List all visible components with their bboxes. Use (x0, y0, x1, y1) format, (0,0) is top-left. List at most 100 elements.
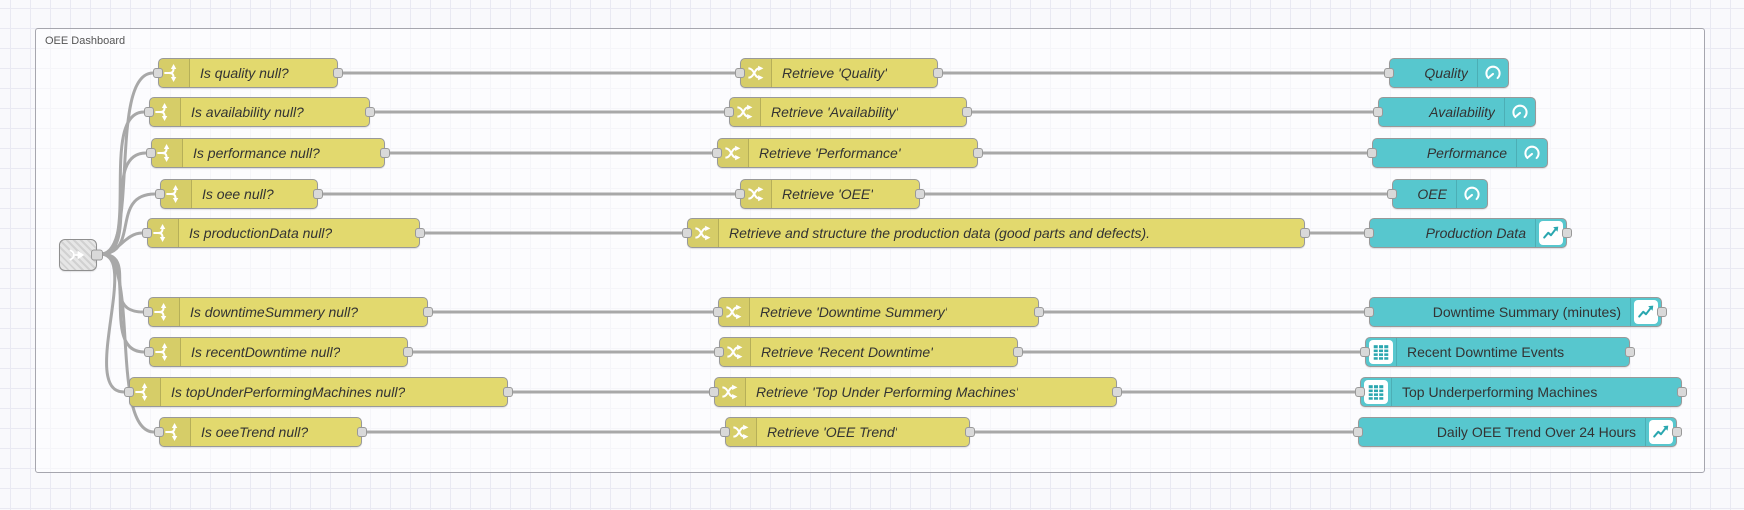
output-port[interactable] (333, 68, 343, 78)
chart-node-oee-trend[interactable]: Daily OEE Trend Over 24 Hours (1353, 417, 1682, 447)
input-port[interactable] (709, 387, 719, 397)
node-label: Performance (1426, 145, 1507, 161)
switch-node-production-data[interactable]: Is productionData null? (142, 218, 425, 248)
input-port[interactable] (124, 387, 134, 397)
chart-node-downtime-summary[interactable]: Downtime Summary (minutes) (1364, 297, 1667, 327)
change-node-oee[interactable]: Retrieve 'OEE' (735, 179, 925, 209)
wire[interactable] (99, 252, 156, 434)
gauge-node-availability[interactable]: Availability (1373, 97, 1536, 127)
input-port[interactable] (1387, 189, 1397, 199)
table-node-recent-downtime[interactable]: Recent Downtime Events (1360, 337, 1635, 367)
input-port[interactable] (714, 347, 724, 357)
output-port[interactable] (933, 68, 943, 78)
table-node-top-machines[interactable]: Top Underperforming Machines (1355, 377, 1687, 407)
output-port[interactable] (313, 189, 323, 199)
input-port[interactable] (1373, 107, 1383, 117)
change-node-recent-downtime[interactable]: Retrieve 'Recent Downtime' (714, 337, 1023, 367)
input-port[interactable] (1360, 347, 1370, 357)
switch-node-quality[interactable]: Is quality null? (153, 58, 343, 88)
switch-node-availability[interactable]: Is availability null? (144, 97, 375, 127)
input-port[interactable] (1364, 307, 1374, 317)
gauge-node-quality[interactable]: Quality (1384, 58, 1509, 88)
output-port[interactable] (962, 107, 972, 117)
input-port[interactable] (1384, 68, 1394, 78)
output-port[interactable] (1034, 307, 1044, 317)
output-port[interactable] (1300, 228, 1310, 238)
output-port[interactable] (380, 148, 390, 158)
switch-node-oee[interactable]: Is oee null? (155, 179, 323, 209)
switch-icon (152, 139, 183, 167)
shuffle-arrows-icon (741, 180, 772, 208)
output-port[interactable] (1677, 387, 1687, 397)
change-node-quality[interactable]: Retrieve 'Quality' (735, 58, 943, 88)
node-label: Recent Downtime Events (1407, 344, 1565, 360)
shuffle-arrows-icon (726, 418, 757, 446)
node-label: Is performance null? (193, 145, 320, 161)
link-in-icon (68, 245, 88, 265)
input-port[interactable] (735, 68, 745, 78)
output-port[interactable] (503, 387, 513, 397)
switch-node-oee-trend[interactable]: Is oeeTrend null? (154, 417, 367, 447)
change-node-downtime-summary[interactable]: Retrieve 'Downtime Summery' (713, 297, 1044, 327)
output-port[interactable] (965, 427, 975, 437)
input-port[interactable] (142, 228, 152, 238)
input-port[interactable] (735, 189, 745, 199)
switch-icon (148, 219, 179, 247)
input-port[interactable] (155, 189, 165, 199)
output-port[interactable] (357, 427, 367, 437)
switch-node-performance[interactable]: Is performance null? (146, 138, 390, 168)
output-port[interactable] (1013, 347, 1023, 357)
output-port[interactable] (915, 189, 925, 199)
output-port[interactable] (365, 107, 375, 117)
node-label: Is topUnderPerformingMachines null? (171, 384, 406, 400)
input-port[interactable] (146, 148, 156, 158)
output-port[interactable] (403, 347, 413, 357)
shuffle-arrows-icon (730, 98, 761, 126)
input-port[interactable] (682, 228, 692, 238)
input-port[interactable] (144, 107, 154, 117)
output-port[interactable] (973, 148, 983, 158)
input-port[interactable] (144, 347, 154, 357)
node-link-in[interactable] (59, 239, 103, 271)
node-label: Is quality null? (200, 65, 289, 81)
gauge-node-oee[interactable]: OEE (1387, 179, 1488, 209)
input-port[interactable] (1364, 228, 1374, 238)
output-port[interactable] (1562, 228, 1572, 238)
output-port[interactable] (1112, 387, 1122, 397)
node-label: Retrieve 'OEE' (782, 186, 873, 202)
input-port[interactable] (713, 307, 723, 317)
input-port[interactable] (720, 427, 730, 437)
node-label: Retrieve 'OEE Trend' (767, 424, 898, 440)
switch-node-downtime-summary[interactable]: Is downtimeSummery null? (143, 297, 433, 327)
change-node-availability[interactable]: Retrieve 'Availability' (724, 97, 972, 127)
input-port[interactable] (1353, 427, 1363, 437)
output-port[interactable] (91, 249, 103, 261)
node-label: Retrieve and structure the production da… (729, 225, 1151, 241)
node-label: Is oee null? (202, 186, 274, 202)
shuffle-arrows-icon (718, 139, 749, 167)
change-node-oee-trend[interactable]: Retrieve 'OEE Trend' (720, 417, 975, 447)
output-port[interactable] (423, 307, 433, 317)
change-node-performance[interactable]: Retrieve 'Performance' (712, 138, 983, 168)
input-port[interactable] (712, 148, 722, 158)
gauge-icon (1456, 180, 1487, 208)
input-port[interactable] (724, 107, 734, 117)
output-port[interactable] (1625, 347, 1635, 357)
output-port[interactable] (1657, 307, 1667, 317)
chart-node-production-data[interactable]: Production Data (1364, 218, 1572, 248)
input-port[interactable] (143, 307, 153, 317)
switch-node-top-machines[interactable]: Is topUnderPerformingMachines null? (124, 377, 513, 407)
input-port[interactable] (1367, 148, 1377, 158)
input-port[interactable] (154, 427, 164, 437)
input-port[interactable] (1355, 387, 1365, 397)
gauge-node-performance[interactable]: Performance (1367, 138, 1548, 168)
switch-node-recent-downtime[interactable]: Is recentDowntime null? (144, 337, 413, 367)
output-port[interactable] (415, 228, 425, 238)
node-label: Is availability null? (191, 104, 304, 120)
output-port[interactable] (1672, 427, 1682, 437)
input-port[interactable] (153, 68, 163, 78)
change-node-top-machines[interactable]: Retrieve 'Top Under Performing Machines' (709, 377, 1122, 407)
change-node-production-data[interactable]: Retrieve and structure the production da… (682, 218, 1310, 248)
